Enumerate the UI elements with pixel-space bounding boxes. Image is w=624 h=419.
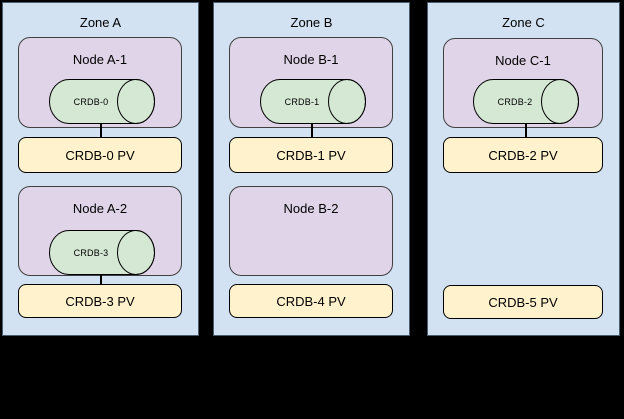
- cylinder-shape-icon: [49, 230, 155, 275]
- crdb-3-pv-box: CRDB-3 PV: [18, 284, 182, 318]
- crdb-2-pod-label: CRDB-2: [497, 96, 533, 107]
- zone-b: Zone B Node B-1 CRDB-1 CRDB-1 PV Node B-…: [213, 2, 410, 336]
- crdb-2-pv-box: CRDB-2 PV: [443, 137, 603, 173]
- crdb-0-pod-label: CRDB-0: [73, 96, 109, 107]
- node-b-2: Node B-2: [229, 186, 393, 276]
- cylinder-shape-icon: [260, 79, 366, 124]
- connector-crdb-1-to-pv: [311, 123, 313, 137]
- crdb-1-pv-box: CRDB-1 PV: [229, 137, 393, 173]
- cylinder-shape-icon: [473, 79, 579, 124]
- connector-crdb-3-to-pv: [100, 274, 102, 284]
- zone-b-title: Zone B: [290, 15, 333, 30]
- crdb-1-pod-label: CRDB-1: [284, 96, 320, 107]
- node-c-1: Node C-1 CRDB-2: [443, 38, 603, 128]
- zone-c-title: Zone C: [502, 15, 545, 30]
- crdb-4-pv-box: CRDB-4 PV: [229, 284, 393, 318]
- node-c-1-title: Node C-1: [495, 53, 551, 68]
- node-b-1-title: Node B-1: [283, 52, 339, 67]
- crdb-0-pod-cylinder: CRDB-0: [49, 79, 155, 124]
- crdb-3-pv-label: CRDB-3 PV: [65, 293, 135, 309]
- crdb-3-pod-label: CRDB-3: [73, 247, 109, 258]
- crdb-1-pv-label: CRDB-1 PV: [276, 147, 346, 163]
- zone-c: Zone C Node C-1 CRDB-2 CRDB-2 PV CRDB-5 …: [427, 2, 620, 336]
- node-a-1: Node A-1 CRDB-0: [18, 37, 182, 128]
- connector-crdb-0-to-pv: [100, 123, 102, 137]
- node-b-1: Node B-1 CRDB-1: [229, 37, 393, 128]
- crdb-4-pv-label: CRDB-4 PV: [276, 293, 346, 309]
- node-a-2-title: Node A-2: [72, 201, 128, 216]
- node-b-2-title: Node B-2: [283, 201, 339, 216]
- node-a-2: Node A-2 CRDB-3: [18, 186, 182, 276]
- crdb-5-pv-label: CRDB-5 PV: [488, 294, 558, 310]
- cylinder-shape-icon: [49, 79, 155, 124]
- crdb-2-pod-cylinder: CRDB-2: [473, 79, 579, 124]
- crdb-2-pv-label: CRDB-2 PV: [488, 147, 558, 163]
- node-a-1-title: Node A-1: [72, 52, 128, 67]
- connector-crdb-2-to-pv: [525, 123, 527, 137]
- crdb-5-pv-box: CRDB-5 PV: [443, 285, 603, 319]
- crdb-1-pod-cylinder: CRDB-1: [260, 79, 366, 124]
- crdb-0-pv-box: CRDB-0 PV: [18, 137, 182, 173]
- crdb-3-pod-cylinder: CRDB-3: [49, 230, 155, 275]
- crdb-0-pv-label: CRDB-0 PV: [65, 147, 135, 163]
- zone-a-title: Zone A: [79, 15, 122, 30]
- zone-a: Zone A Node A-1 CRDB-0 CRDB-0 PV Node A-…: [2, 2, 199, 336]
